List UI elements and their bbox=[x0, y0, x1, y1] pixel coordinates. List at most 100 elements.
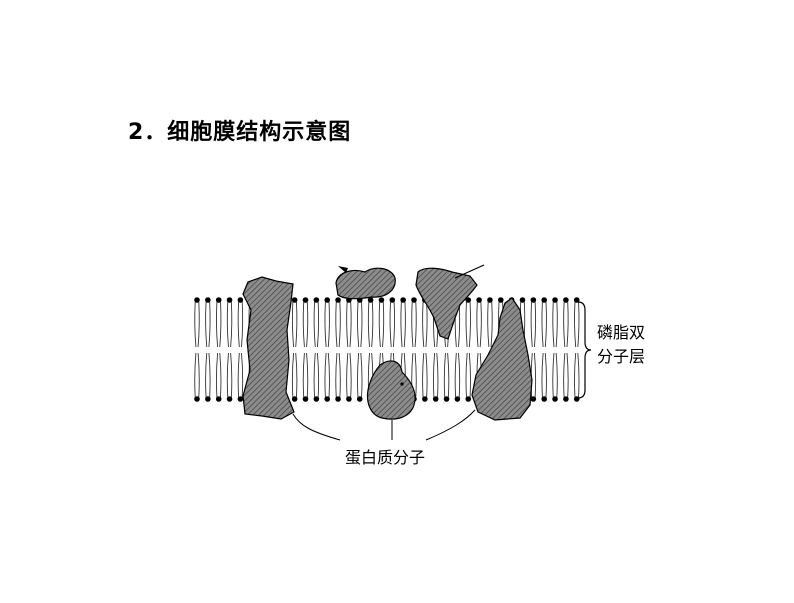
phospholipid-upper bbox=[487, 297, 493, 348]
protein-label: 蛋白质分子 bbox=[345, 448, 425, 467]
phospholipid-upper bbox=[563, 297, 569, 348]
phospholipid-lower bbox=[335, 352, 341, 402]
fatty-acid-tail bbox=[465, 301, 468, 348]
phosphate-head bbox=[487, 297, 493, 303]
fatty-acid-tail bbox=[360, 352, 363, 398]
bilayer-label-line1: 磷脂双 bbox=[597, 323, 645, 342]
fatty-acid-tail bbox=[458, 352, 461, 398]
phosphate-head bbox=[519, 297, 526, 303]
fatty-acid-tail bbox=[577, 301, 580, 348]
fatty-acid-tail bbox=[566, 352, 569, 398]
phospholipid-upper bbox=[465, 297, 472, 348]
phosphate-head bbox=[205, 297, 211, 303]
fatty-acid-tail bbox=[241, 301, 244, 348]
bilayer-label-line2: 分子层 bbox=[597, 347, 645, 366]
phospholipid-lower bbox=[237, 352, 244, 402]
fatty-acid-tail bbox=[476, 301, 479, 348]
fatty-acid-tail bbox=[552, 301, 555, 348]
fatty-acid-tail bbox=[533, 352, 537, 398]
fatty-acid-tail bbox=[237, 352, 240, 398]
fatty-acid-tail bbox=[306, 352, 309, 398]
fatty-acid-tail bbox=[324, 352, 327, 398]
phosphate-head bbox=[563, 396, 569, 402]
fatty-acid-tail bbox=[335, 352, 338, 398]
fatty-acid-tail bbox=[411, 301, 414, 348]
phosphate-head bbox=[302, 396, 309, 402]
phospholipid-upper bbox=[541, 297, 547, 348]
protein-mark bbox=[338, 266, 348, 273]
phosphate-head bbox=[552, 297, 558, 303]
phospholipid-lower bbox=[313, 352, 320, 402]
fatty-acid-tail bbox=[302, 352, 305, 398]
fatty-acid-tail bbox=[414, 301, 417, 348]
phosphate-head bbox=[237, 396, 244, 402]
fatty-acid-tail bbox=[392, 301, 396, 348]
phosphate-head bbox=[346, 396, 352, 402]
phosphate-head bbox=[324, 297, 331, 303]
phosphate-head bbox=[226, 396, 233, 402]
phosphate-head bbox=[573, 297, 580, 303]
phosphate-head bbox=[422, 396, 428, 402]
protein-peripheral-top bbox=[335, 267, 396, 300]
phosphate-head bbox=[573, 396, 580, 402]
phospholipid-upper bbox=[476, 297, 482, 348]
protein-leader-line-right bbox=[425, 409, 476, 441]
fatty-acid-tail bbox=[349, 301, 352, 348]
fatty-acid-tail bbox=[468, 301, 471, 348]
fatty-acid-tail bbox=[563, 352, 566, 398]
fatty-acid-tail bbox=[371, 301, 374, 348]
phosphate-head bbox=[563, 297, 569, 303]
phosphate-head bbox=[476, 297, 482, 303]
fatty-acid-tail bbox=[577, 352, 580, 398]
phospholipid-lower bbox=[215, 352, 222, 402]
phospholipid-lower bbox=[552, 352, 558, 402]
phosphate-head bbox=[530, 396, 537, 402]
phosphate-head bbox=[215, 297, 222, 303]
fatty-acid-tail bbox=[327, 352, 330, 398]
phosphate-head bbox=[378, 297, 385, 303]
phosphate-head bbox=[454, 396, 461, 402]
phosphate-head bbox=[291, 297, 298, 303]
protein-embedded-lower bbox=[366, 360, 416, 420]
phospholipid-upper bbox=[389, 297, 396, 348]
phospholipid-lower bbox=[422, 352, 428, 402]
protein-leader-line-left bbox=[292, 413, 341, 441]
fatty-acid-tail bbox=[566, 301, 569, 348]
fatty-acid-tail bbox=[346, 352, 349, 398]
fatty-acid-tail bbox=[422, 352, 425, 398]
phospholipid-upper bbox=[400, 297, 406, 348]
fatty-acid-tail bbox=[454, 352, 457, 398]
phospholipid-lower bbox=[356, 352, 363, 402]
protein-transmembrane-left bbox=[242, 276, 295, 420]
fatty-acid-tail bbox=[208, 301, 211, 348]
fatty-acid-tail bbox=[447, 352, 450, 398]
phosphate-head bbox=[313, 396, 320, 402]
fatty-acid-tail bbox=[389, 301, 392, 348]
phosphate-head bbox=[291, 396, 298, 402]
phospholipid-lower bbox=[291, 352, 298, 402]
fatty-acid-tail bbox=[291, 352, 295, 398]
fatty-acid-tail bbox=[357, 352, 360, 398]
phospholipid-upper bbox=[324, 297, 331, 348]
protein-embedded-upper bbox=[415, 267, 478, 340]
phosphate-head bbox=[194, 396, 200, 402]
phospholipid-upper bbox=[237, 297, 244, 348]
fatty-acid-tail bbox=[552, 352, 555, 398]
fatty-acid-tail bbox=[382, 301, 385, 348]
phospholipid-upper bbox=[313, 297, 320, 348]
fatty-acid-tail bbox=[487, 301, 490, 348]
fatty-acid-tail bbox=[346, 301, 349, 348]
fatty-acid-tail bbox=[230, 352, 233, 398]
protein-dot bbox=[400, 382, 404, 386]
fatty-acid-tail bbox=[295, 352, 298, 398]
fatty-acid-tail bbox=[197, 352, 200, 398]
phospholipid-lower bbox=[454, 352, 461, 402]
phospholipid-upper bbox=[226, 297, 233, 348]
fatty-acid-tail bbox=[291, 301, 295, 348]
fatty-acid-tail bbox=[436, 352, 439, 398]
phosphate-head bbox=[215, 396, 222, 402]
phosphate-head bbox=[552, 396, 558, 402]
phospholipid-upper bbox=[215, 297, 222, 348]
fatty-acid-tail bbox=[422, 301, 425, 348]
